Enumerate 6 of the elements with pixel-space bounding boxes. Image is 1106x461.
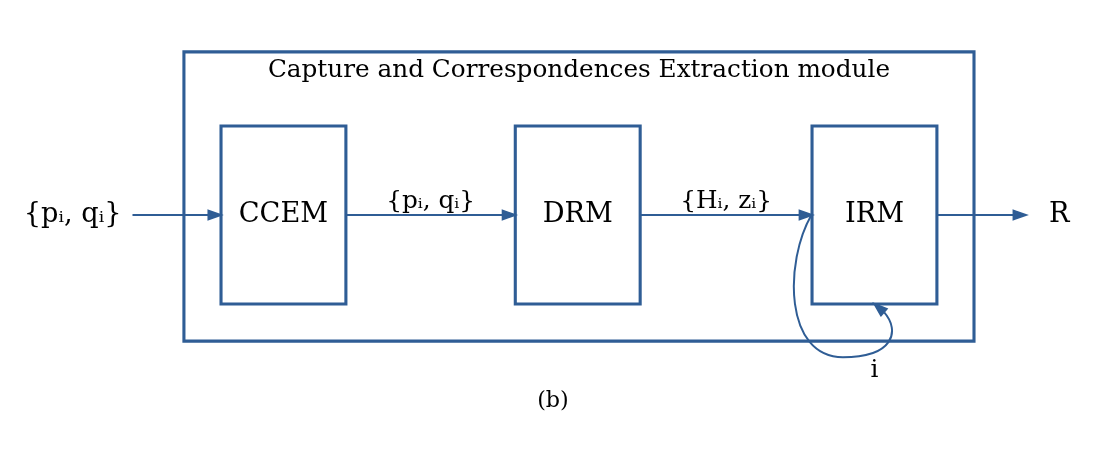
edge-label: i [870,354,879,384]
node-text: {pᵢ, qᵢ} [23,196,122,228]
edge-label: {Hᵢ, zᵢ} [680,184,772,214]
caption: (b) [537,386,569,413]
node-text: R [1049,196,1070,228]
edge-label: {pᵢ, qᵢ} [386,184,475,214]
